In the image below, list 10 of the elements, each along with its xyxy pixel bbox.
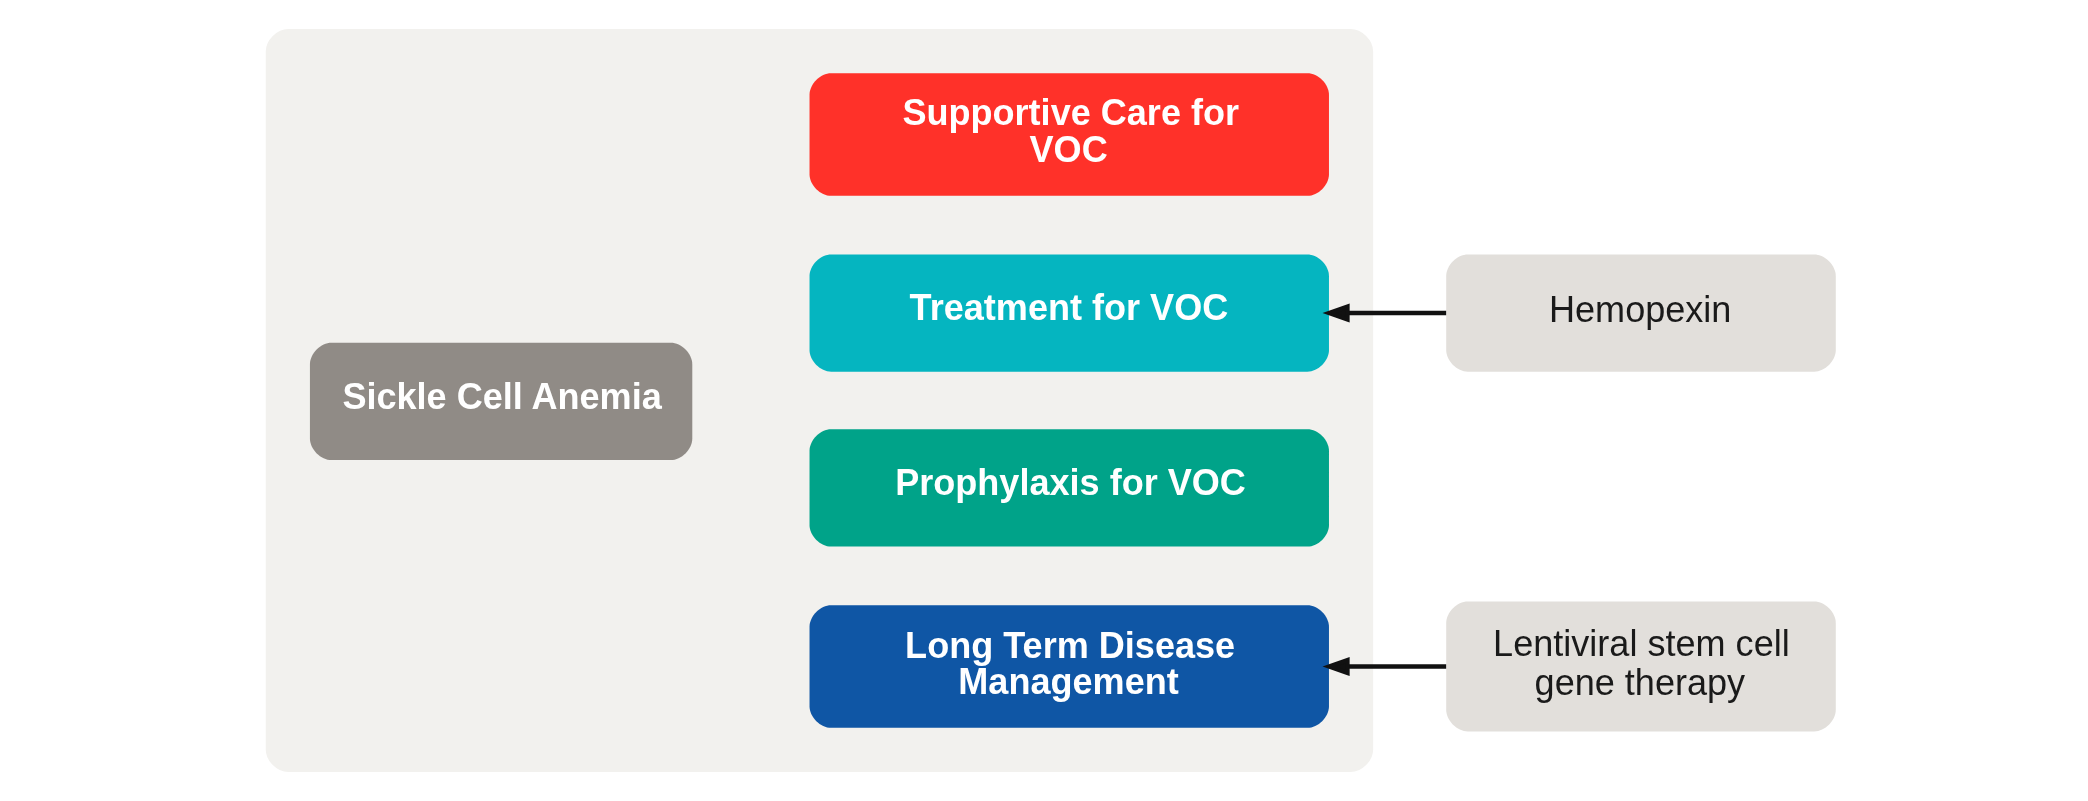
node-box: Sickle Cell Anemia <box>309 342 693 460</box>
node-box: Treatment for VOC <box>809 254 1329 372</box>
node-box: Hemopexin <box>1446 254 1836 372</box>
arrow <box>1322 657 1447 677</box>
node-box: Prophylaxis for VOC <box>809 429 1329 547</box>
node-box: Long Term Disease Management <box>809 605 1329 728</box>
cluster <box>265 28 1374 773</box>
arrow <box>1322 303 1447 323</box>
node-box: Lentiviral stem cell gene therapy <box>1446 601 1836 732</box>
node-box: Supportive Care for VOC <box>809 73 1329 196</box>
